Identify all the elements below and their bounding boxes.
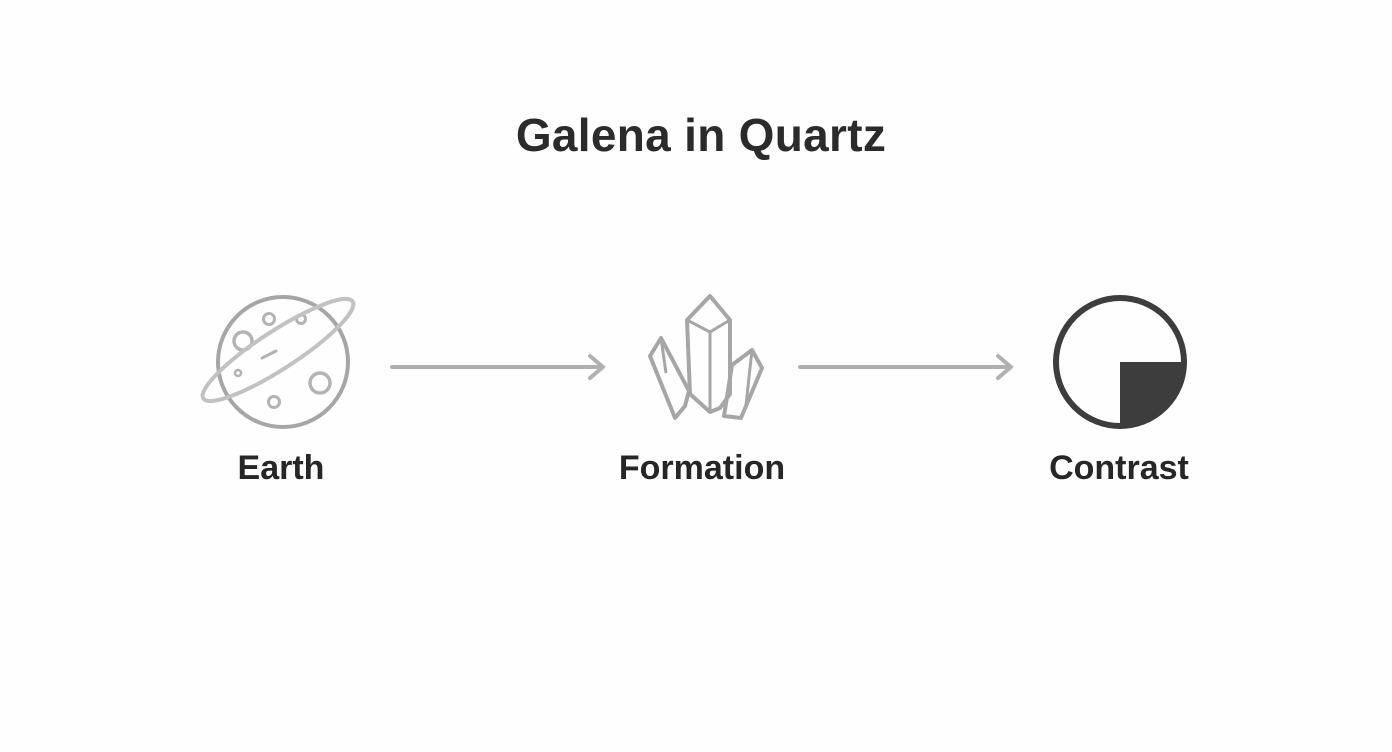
arrow-right-icon bbox=[390, 354, 605, 380]
contrast-circle-icon bbox=[1053, 295, 1187, 429]
step-label-contrast: Contrast bbox=[1049, 449, 1189, 487]
planet-icon bbox=[200, 295, 356, 429]
crystal-icon bbox=[648, 294, 764, 420]
step-label-earth: Earth bbox=[237, 449, 325, 487]
arrow-right-icon bbox=[798, 354, 1013, 380]
diagram-title: Galena in Quartz bbox=[515, 109, 887, 161]
step-label-formation: Formation bbox=[618, 449, 786, 487]
